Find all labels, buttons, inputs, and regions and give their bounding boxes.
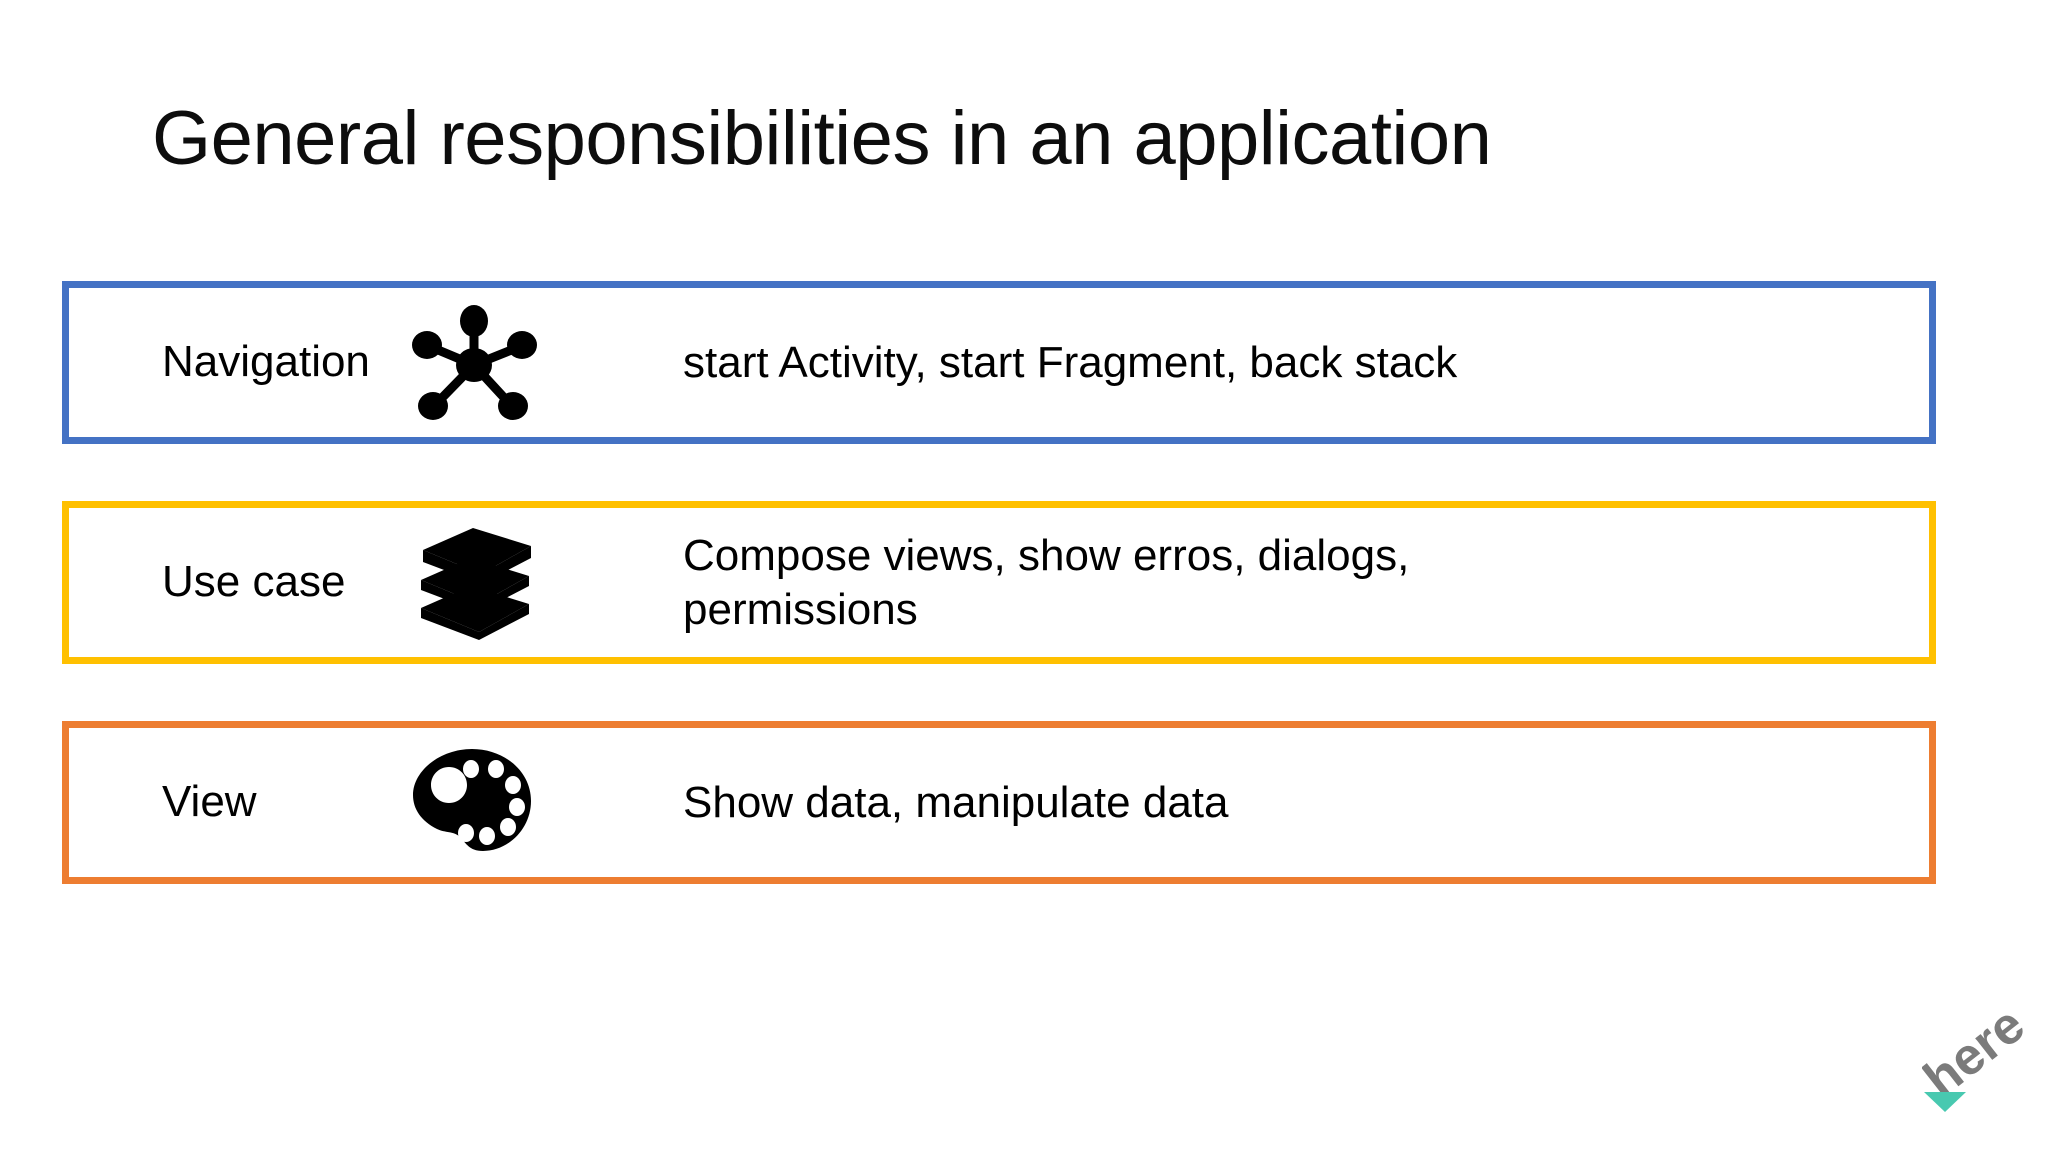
row-description-line: Compose views, show erros, dialogs, [683,530,1410,580]
responsibility-row-navigation: Navigation [62,281,1936,444]
here-logo: here [1922,1002,2034,1112]
row-description-use-case: Compose views, show erros, dialogs, perm… [659,529,1929,636]
page-title: General responsibilities in an applicati… [152,96,1492,181]
row-label-view: View [162,777,257,827]
network-hub-icon [409,303,659,423]
responsibility-row-use-case: Use case Comp [62,501,1936,664]
row-label-use-case: Use case [162,557,346,607]
row-description-line: start Activity, start Fragment, back sta… [683,337,1458,387]
row-label-navigation: Navigation [162,337,370,387]
book-stack-icon [409,522,659,644]
row-description-line: Show data, manipulate data [683,777,1229,827]
paint-palette-icon [409,745,659,861]
responsibility-row-view: View Show data, manipulate data [62,721,1936,884]
row-description-line: permissions [683,584,918,634]
row-description-navigation: start Activity, start Fragment, back sta… [659,336,1929,390]
row-description-view: Show data, manipulate data [659,776,1929,830]
